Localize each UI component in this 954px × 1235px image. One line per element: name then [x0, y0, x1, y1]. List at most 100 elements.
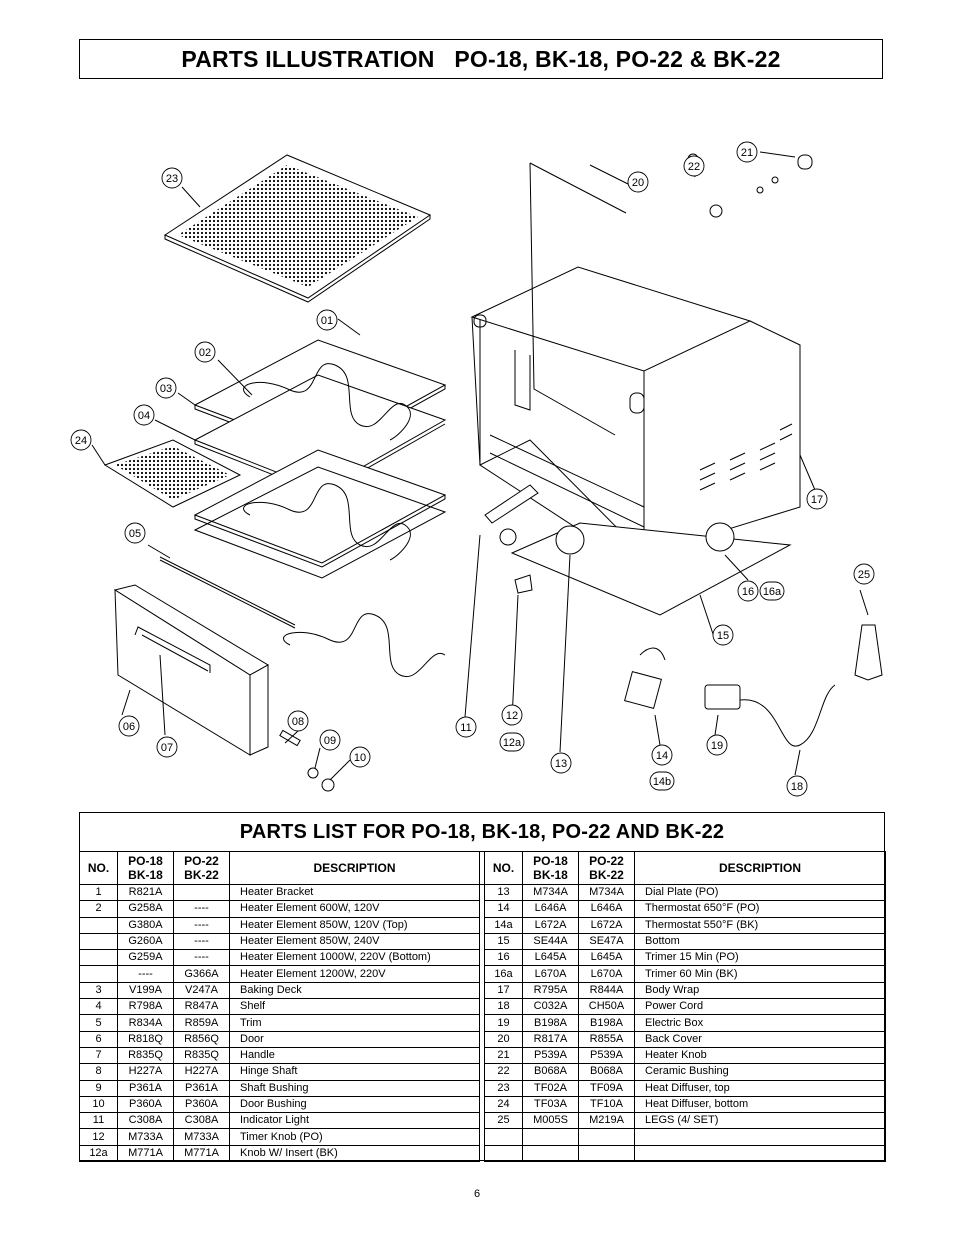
header-no: NO. — [484, 851, 523, 885]
svg-text:01: 01 — [321, 315, 333, 327]
cell-desc: Trimer 15 Min (PO) — [634, 949, 886, 967]
heat-diffuser-top-drawing — [163, 154, 432, 303]
cell-desc: Power Cord — [634, 998, 886, 1016]
cell-desc: Dial Plate (PO) — [634, 883, 886, 902]
callout-16a: 16a — [759, 581, 785, 601]
cell-po22: R856Q — [173, 1030, 230, 1048]
cell-desc: Heater Element 850W, 240V — [229, 932, 480, 951]
header-no: NO. — [79, 851, 118, 885]
callout-12: 12 — [501, 704, 523, 726]
cell-po18: C308A — [117, 1112, 174, 1130]
header-description: DESCRIPTION — [229, 851, 480, 885]
cell-po22: M733A — [173, 1128, 230, 1146]
cell-po22: P361A — [173, 1079, 230, 1097]
svg-text:12a: 12a — [503, 737, 522, 749]
svg-text:14b: 14b — [653, 776, 671, 788]
cell-po18: R817A — [522, 1030, 579, 1048]
cell-po18: SE44A — [522, 932, 579, 951]
cell-desc: Shaft Bushing — [229, 1079, 480, 1097]
cell-po18: G259A — [117, 949, 174, 967]
cell-desc: Electric Box — [634, 1014, 886, 1032]
svg-text:02: 02 — [199, 347, 211, 359]
svg-text:24: 24 — [75, 435, 87, 447]
svg-text:08: 08 — [292, 716, 304, 728]
svg-text:22: 22 — [688, 161, 700, 173]
cell-po22 — [173, 883, 230, 902]
cell-desc: Door — [229, 1030, 480, 1048]
cell-no — [484, 1144, 523, 1163]
callout-17: 17 — [806, 488, 828, 510]
callout-06: 06 — [118, 715, 140, 737]
cell-no: 8 — [79, 1063, 118, 1081]
callout-19: 19 — [706, 734, 728, 756]
cell-no: 1 — [79, 883, 118, 902]
cell-no: 4 — [79, 998, 118, 1016]
cell-desc: Trim — [229, 1014, 480, 1032]
cell-desc: Baking Deck — [229, 981, 480, 1000]
callout-01: 01 — [316, 309, 338, 331]
cell-no — [484, 1128, 523, 1146]
cell-no — [79, 916, 118, 934]
cell-po22: R847A — [173, 998, 230, 1016]
svg-text:09: 09 — [324, 735, 336, 747]
svg-text:06: 06 — [123, 721, 135, 733]
callout-11: 11 — [455, 716, 477, 738]
cell-desc — [634, 1128, 886, 1146]
cell-desc: Shelf — [229, 998, 480, 1016]
svg-text:05: 05 — [129, 528, 141, 540]
callout-07: 07 — [156, 736, 178, 758]
cell-no: 24 — [484, 1095, 523, 1114]
cell-no: 17 — [484, 981, 523, 1000]
callout-04: 04 — [133, 404, 155, 426]
heater-element-drawing — [243, 363, 411, 441]
callout-14b: 14b — [649, 771, 675, 791]
cell-po22: ---- — [173, 932, 230, 951]
cell-po18 — [522, 1128, 579, 1146]
svg-text:23: 23 — [166, 173, 178, 185]
cell-no: 6 — [79, 1030, 118, 1048]
cell-desc: Timer Knob (PO) — [229, 1128, 480, 1146]
cell-desc: Hinge Shaft — [229, 1063, 480, 1081]
header-description: DESCRIPTION — [634, 851, 886, 885]
callout-14: 14 — [651, 744, 673, 766]
callout-02: 02 — [194, 341, 216, 363]
cell-po18: R821A — [117, 883, 174, 902]
cell-desc: Back Cover — [634, 1030, 886, 1048]
cell-no: 5 — [79, 1014, 118, 1032]
callout-15: 15 — [712, 624, 734, 646]
cell-no: 9 — [79, 1079, 118, 1097]
cell-po22: SE47A — [578, 932, 635, 951]
cell-desc: Heater Element 600W, 120V — [229, 900, 480, 918]
cell-no: 22 — [484, 1063, 523, 1081]
svg-text:07: 07 — [161, 742, 173, 754]
cell-po22: V247A — [173, 981, 230, 1000]
callout-20: 20 — [627, 171, 649, 193]
cell-po22 — [578, 1144, 635, 1163]
door-drawing — [113, 584, 269, 756]
cell-po18: R795A — [522, 981, 579, 1000]
cell-po18: G380A — [117, 916, 174, 934]
cell-po22: P360A — [173, 1095, 230, 1114]
cell-po22: B198A — [578, 1014, 635, 1032]
cell-po18: M771A — [117, 1144, 174, 1163]
svg-text:18: 18 — [791, 781, 803, 793]
cell-desc: Trimer 60 Min (BK) — [634, 965, 886, 983]
svg-text:19: 19 — [711, 740, 723, 752]
cell-no: 12 — [79, 1128, 118, 1146]
callout-18: 18 — [786, 775, 808, 797]
svg-text:15: 15 — [717, 630, 729, 642]
cell-po18: P360A — [117, 1095, 174, 1114]
cell-desc: LEGS (4/ SET) — [634, 1112, 886, 1130]
cell-po18: L672A — [522, 916, 579, 934]
cell-no: 23 — [484, 1079, 523, 1097]
cell-po22: TF09A — [578, 1079, 635, 1097]
